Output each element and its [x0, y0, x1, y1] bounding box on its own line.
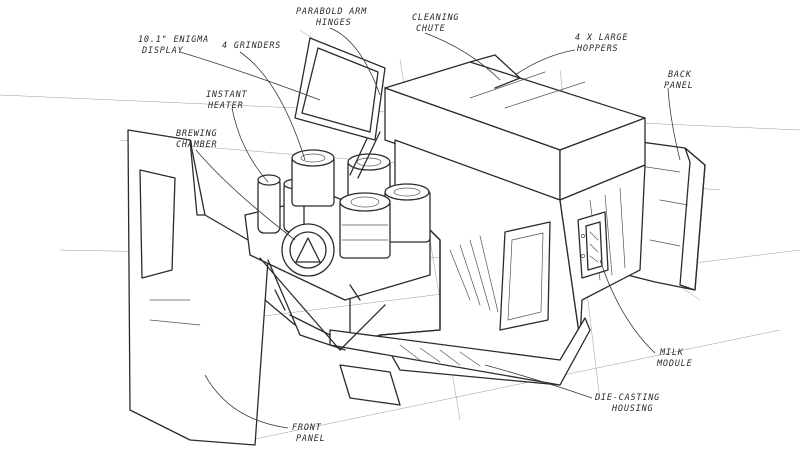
front-panel — [127, 129, 269, 446]
label-hinges-line1: PARABOLD ARM — [296, 7, 367, 17]
label-front-panel: FRONT PANEL — [292, 423, 326, 444]
grinder — [291, 149, 335, 207]
label-milk-line2: MODULE — [656, 359, 693, 369]
label-back-panel-line2: PANEL — [664, 81, 694, 91]
label-back-panel-line1: BACK — [668, 70, 692, 80]
label-chute-line1: CLEANING — [412, 13, 459, 23]
label-milk-line1: MILK — [659, 348, 684, 358]
grinder — [384, 183, 431, 243]
label-heater-line2: HEATER — [207, 101, 244, 111]
label-back-panel: BACK PANEL — [664, 70, 694, 91]
label-housing-line2: HOUSING — [611, 404, 653, 414]
label-heater-line1: INSTANT — [206, 90, 248, 100]
label-hoppers-line2: HOPPERS — [576, 44, 618, 54]
label-brewing: BREWING CHAMBER — [176, 129, 217, 150]
label-chute-line2: CHUTE — [416, 24, 446, 34]
brewing-assembly — [244, 149, 431, 351]
label-housing: DIE-CASTING HOUSING — [594, 393, 660, 414]
label-chute: CLEANING CHUTE — [412, 13, 459, 34]
label-display-line1: 10.1" ENIGMA — [138, 35, 209, 45]
label-grinders-line1: 4 GRINDERS — [222, 41, 281, 51]
grinder — [339, 192, 391, 259]
leader-lines — [179, 27, 681, 429]
label-front-panel-line1: FRONT — [292, 423, 322, 433]
label-brewing-line2: CHAMBER — [176, 140, 217, 150]
milk-module — [577, 211, 609, 279]
label-hoppers: 4 X LARGE HOPPERS — [575, 33, 628, 54]
label-hinges-line2: HINGES — [315, 18, 352, 28]
label-front-panel-line2: PANEL — [296, 434, 326, 444]
label-grinders: 4 GRINDERS — [222, 41, 281, 51]
label-display: 10.1" ENIGMA DISPLAY — [138, 35, 209, 56]
label-hinges: PARABOLD ARM HINGES — [296, 7, 367, 28]
label-heater: INSTANT HEATER — [206, 90, 248, 111]
label-hoppers-line1: 4 X LARGE — [575, 33, 628, 43]
label-brewing-line1: BREWING — [176, 129, 217, 139]
label-housing-line1: DIE-CASTING — [594, 393, 660, 403]
label-milk: MILK MODULE — [656, 348, 693, 369]
label-display-line2: DISPLAY — [141, 46, 184, 56]
display — [294, 37, 386, 179]
